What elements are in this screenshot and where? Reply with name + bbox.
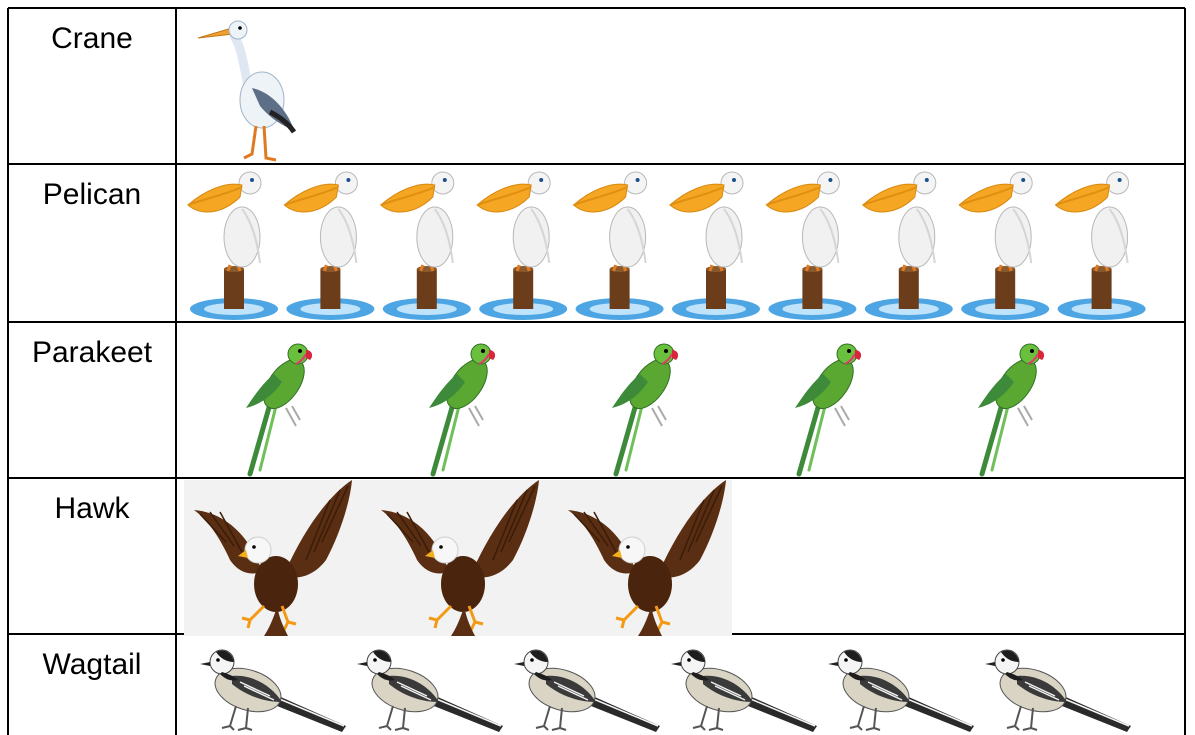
icon-row-pelican (186, 170, 1148, 322)
wagtail-icon (356, 649, 504, 733)
pelican-icon (861, 170, 955, 322)
pelican-icon (668, 170, 762, 322)
parakeet-icon (612, 344, 678, 474)
category-label-wagtail: Wagtail (43, 648, 142, 681)
parakeet-icon (429, 344, 495, 474)
parakeet-icon (795, 344, 861, 474)
pelican-icon (957, 170, 1051, 322)
icon-row-parakeet (246, 344, 1044, 474)
category-label-crane: Crane (51, 22, 133, 55)
parakeet-icon (246, 344, 312, 474)
pelican-icon (282, 170, 376, 322)
pelican-icon (475, 170, 569, 322)
pelican-icon (186, 170, 280, 322)
icon-row-crane (198, 21, 294, 160)
wagtail-icon (199, 649, 347, 733)
category-label-hawk: Hawk (54, 492, 130, 525)
wagtail-icon (513, 649, 661, 733)
icon-rows (184, 21, 1148, 733)
category-label-pelican: Pelican (43, 178, 141, 211)
wagtail-icon (670, 649, 818, 733)
pelican-icon (572, 170, 666, 322)
wagtail-icon (984, 649, 1132, 733)
icon-row-hawk (184, 478, 732, 638)
pelican-icon (379, 170, 473, 322)
wagtail-icon (827, 649, 975, 733)
pelican-icon (764, 170, 858, 322)
icon-row-wagtail (199, 649, 1132, 733)
category-label-parakeet: Parakeet (32, 336, 153, 369)
pelican-icon (1054, 170, 1148, 322)
crane-icon (198, 21, 294, 160)
parakeet-icon (978, 344, 1044, 474)
